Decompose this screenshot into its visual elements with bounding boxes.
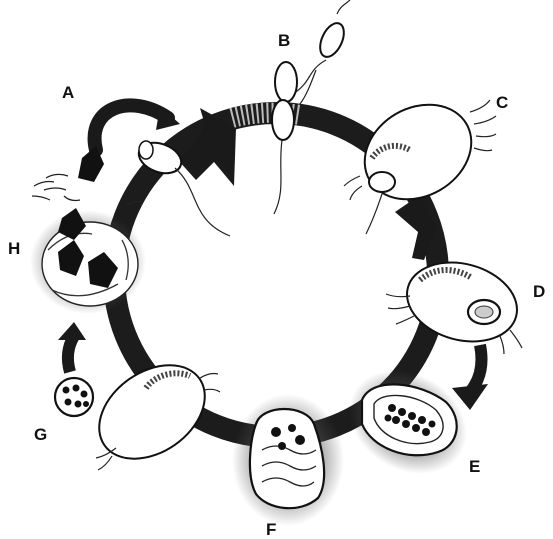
stage-label-h: H: [8, 240, 20, 257]
arrow-g-to-h-icon: [58, 322, 86, 372]
stage-label-f: F: [266, 521, 276, 538]
stage-label-g: G: [34, 426, 47, 443]
stage-label-d: D: [533, 283, 545, 300]
stage-label-e: E: [469, 458, 480, 475]
stage-label-a: A: [62, 84, 74, 101]
developing-sporangium-icon: [232, 394, 344, 526]
arrow-to-e-icon: [452, 345, 488, 410]
stage-label-c: C: [496, 94, 508, 111]
infected-rotifer-icon: [386, 251, 526, 354]
stage-label-b: B: [278, 32, 290, 49]
